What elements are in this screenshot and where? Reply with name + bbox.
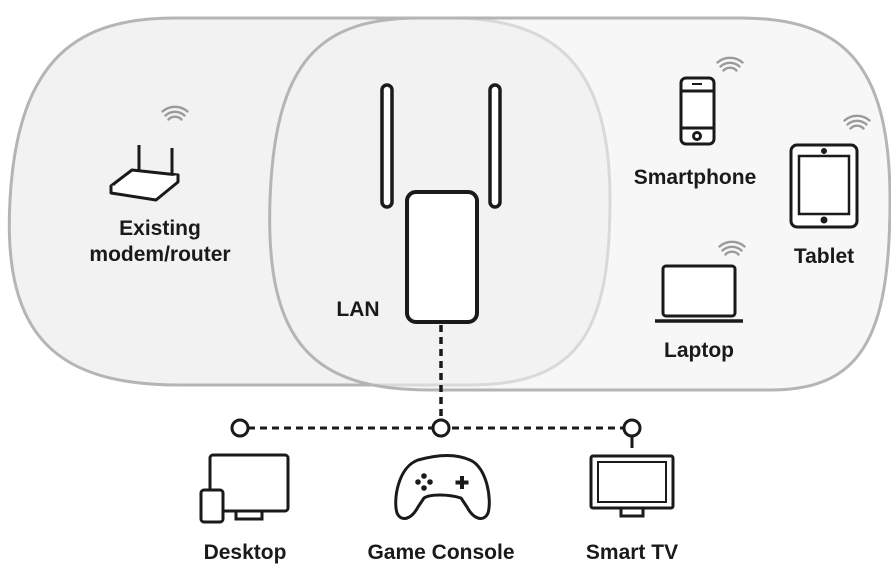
wifi-icon-tablet	[843, 114, 871, 130]
lan-node-desktop	[230, 418, 250, 438]
router-icon	[109, 145, 180, 202]
desktop-label: Desktop	[203, 541, 287, 564]
router-label-line-2: modem/router	[89, 243, 231, 267]
laptop-label: Laptop	[664, 339, 734, 362]
router-label: Existing modem/router	[60, 216, 260, 269]
tablet-label: Tablet	[793, 245, 855, 268]
extender-antenna-left	[380, 83, 394, 209]
wifi-icon-router	[161, 105, 189, 121]
lan-node-tv	[622, 418, 642, 438]
smartphone-label: Smartphone	[633, 166, 757, 189]
wifi-icon-smartphone	[716, 56, 744, 72]
desktop-icon	[199, 453, 290, 524]
smartphone-icon	[679, 76, 716, 146]
wifi-icon-laptop	[718, 240, 746, 256]
lan-label: LAN	[336, 298, 380, 321]
router-label-line-1: Existing	[119, 217, 201, 240]
game-console-label: Game Console	[367, 541, 515, 564]
laptop-icon	[655, 264, 743, 323]
lan-node-console	[431, 418, 451, 438]
smart-tv-label: Smart TV	[585, 541, 679, 564]
range-extender-icon	[405, 190, 479, 324]
smart-tv-icon	[589, 454, 675, 518]
tablet-icon	[789, 143, 859, 229]
game-controller-icon	[394, 454, 491, 520]
extender-antenna-right	[488, 83, 502, 209]
